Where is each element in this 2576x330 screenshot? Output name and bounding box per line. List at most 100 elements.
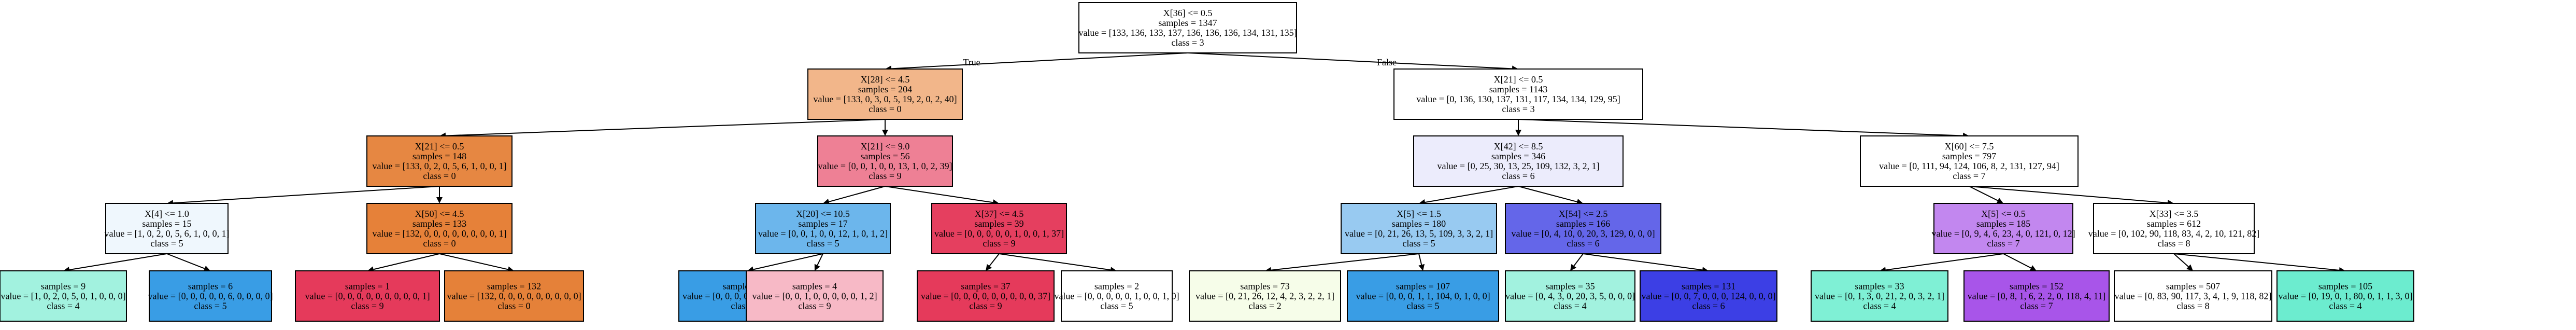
edge-line	[69, 253, 167, 271]
tree-edges	[63, 52, 2345, 273]
node-text-line: value = [0, 21, 26, 13, 5, 109, 3, 3, 2,…	[1345, 228, 1493, 239]
arrowhead-icon	[1515, 130, 1521, 136]
edge-n9-n19	[747, 253, 823, 273]
node-box	[366, 135, 513, 187]
edge-line	[1425, 186, 1519, 203]
edge-n11-n23	[1265, 253, 1419, 273]
node-text-line: X[5] <= 1.5	[1397, 209, 1441, 219]
node-text-line: value = [0, 0, 0, 1, 1, 104, 0, 1, 0, 0]	[1356, 291, 1490, 301]
node-text-line: class = 6	[1692, 301, 1725, 311]
node-text-line: class = 7	[2020, 301, 2053, 311]
arrowhead-icon	[1996, 198, 2003, 203]
edge-n8-n17	[367, 253, 440, 273]
node-text-line: value = [0, 0, 1, 0, 0, 0, 0, 0, 1, 2]	[752, 291, 877, 301]
arrowhead-icon	[1418, 264, 1425, 271]
edge-n10-n22	[999, 253, 1117, 273]
node-text-line: value = [0, 83, 90, 117, 3, 4, 1, 9, 118…	[2115, 291, 2272, 301]
node-text-line: samples = 131	[1682, 281, 1735, 292]
node-text-line: samples = 107	[1396, 281, 1450, 292]
node-text-line: class = 0	[869, 104, 901, 114]
node-box	[2093, 203, 2255, 254]
node-box	[1505, 270, 1635, 322]
node-text-line: X[21] <= 9.0	[861, 141, 910, 152]
edge-label-false: False	[1377, 57, 1397, 67]
node-text-line: class = 6	[1567, 238, 1599, 249]
edge-n14-n29	[2173, 253, 2193, 271]
edge-line	[1187, 52, 1513, 70]
edge-line	[817, 253, 823, 266]
node-text-line: samples = 56	[860, 151, 909, 161]
node-text-line: samples = 166	[1556, 218, 1610, 229]
edge-line	[373, 253, 440, 270]
edge-n5-n11	[1419, 186, 1519, 205]
node-text-line: value = [0, 102, 90, 118, 83, 4, 2, 10, …	[2088, 228, 2259, 239]
node-text-line: value = [0, 0, 0, 0, 0, 1, 0, 0, 1, 0]	[1054, 291, 1179, 301]
node-box	[149, 270, 272, 322]
node-text-line: samples = 33	[1855, 281, 1904, 292]
arrowhead-icon	[2186, 264, 2193, 271]
edge-line	[1418, 253, 1422, 265]
node-text-line: samples = 346	[1491, 151, 1545, 161]
node-text-line: value = [0, 21, 26, 12, 4, 2, 3, 2, 2, 1…	[1196, 291, 1334, 301]
node-text-line: samples = 1143	[1489, 84, 1547, 94]
node-text-line: class = 9	[869, 171, 901, 181]
node-box	[931, 203, 1067, 254]
node-box	[917, 270, 1055, 322]
node-box	[105, 203, 229, 254]
node-box	[746, 270, 884, 322]
node-text-line: X[42] <= 8.5	[1494, 141, 1543, 152]
node-text-line: class = 0	[423, 171, 456, 181]
node-text-line: samples = 507	[2166, 281, 2220, 292]
node-text-line: class = 3	[1171, 37, 1204, 48]
edge-line	[885, 186, 993, 203]
node-text-line: samples = 9	[41, 281, 86, 292]
edge-n2-n5	[1515, 119, 1521, 136]
node-text-line: X[54] <= 2.5	[1559, 209, 1608, 219]
edge-n11-n24	[1418, 253, 1425, 271]
node-text-line: value = [0, 0, 0, 0, 0, 6, 0, 0, 0, 0]	[148, 291, 273, 301]
node-text-line: samples = 35	[1545, 281, 1595, 292]
node-text-line: class = 5	[1100, 301, 1133, 311]
node-box	[2276, 270, 2414, 322]
node-text-line: samples = 204	[858, 84, 912, 94]
edge-n3-n8	[436, 186, 443, 203]
node-box	[0, 270, 127, 322]
node-text-line: value = [132, 0, 0, 0, 0, 0, 0, 0, 0, 0]	[447, 291, 581, 301]
node-text-line: class = 5	[150, 238, 183, 249]
node-text-line: samples = 17	[798, 218, 847, 229]
node-text-line: value = [0, 19, 0, 1, 80, 0, 1, 1, 3, 0]	[2278, 291, 2412, 301]
arrowhead-icon	[203, 266, 210, 272]
edge-line	[1518, 186, 1577, 202]
node-text-line: samples = 15	[142, 218, 191, 229]
node-box	[295, 270, 440, 322]
node-text-line: class = 4	[47, 301, 79, 311]
node-text-line: samples = 612	[2147, 218, 2201, 229]
node-box	[1413, 135, 1624, 187]
node-text-line: value = [0, 111, 94, 124, 106, 8, 2, 131…	[1879, 161, 2059, 171]
node-text-line: class = 4	[1554, 301, 1586, 311]
edge-line	[2003, 253, 2031, 269]
node-box	[1860, 135, 2079, 187]
node-box	[807, 68, 963, 120]
node-text-line: value = [0, 0, 0, 0, 0, 1, 0, 0, 1, 37]	[934, 228, 1064, 239]
